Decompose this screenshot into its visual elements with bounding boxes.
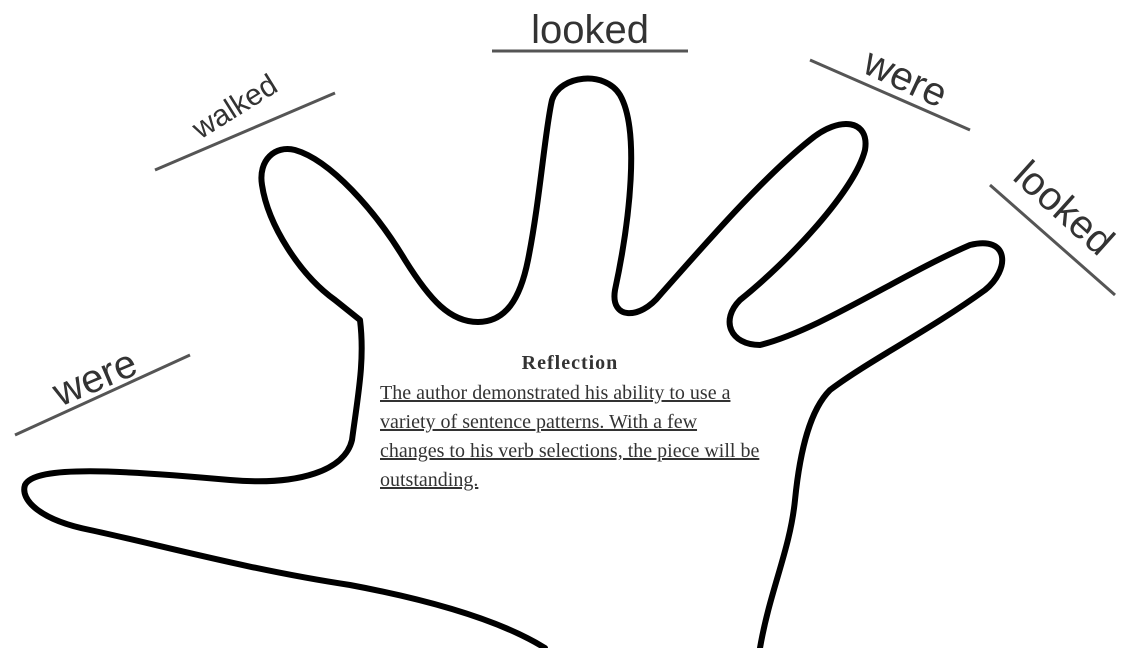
reflection-box: Reflection The author demonstrated his a… xyxy=(380,352,760,495)
label-upper-right: were xyxy=(856,40,954,117)
label-top: looked xyxy=(531,8,649,52)
label-left: were xyxy=(45,341,143,416)
label-right: looked xyxy=(1005,153,1122,265)
reflection-text: The author demonstrated his ability to u… xyxy=(380,379,760,495)
reflection-heading: Reflection xyxy=(380,352,760,375)
